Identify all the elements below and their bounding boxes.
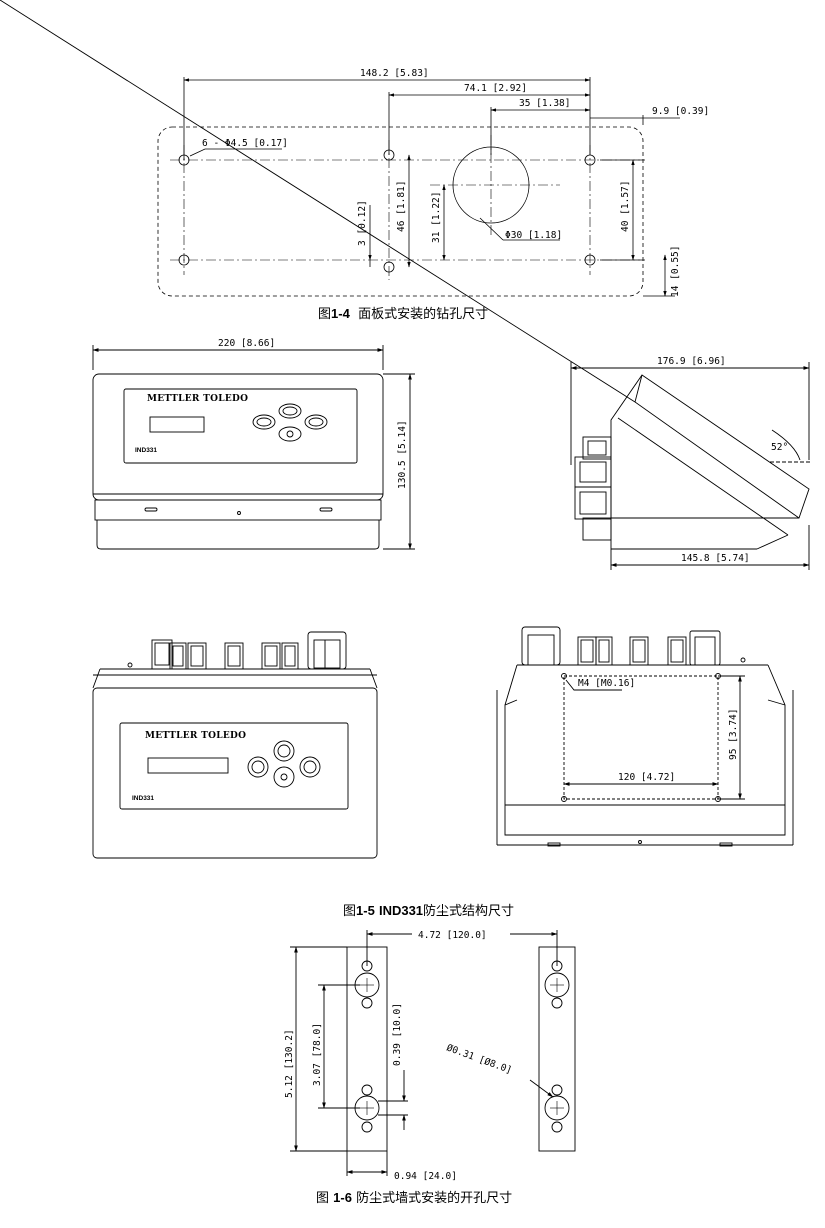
dim-overall-width: 148.2 [5.83] (360, 68, 429, 79)
rear-view (496, 626, 794, 847)
key-up (278, 403, 302, 419)
caption-num: 1-4 (331, 306, 350, 321)
caption-num: 1-5 (356, 903, 375, 918)
front-brand: METTLER TOLEDO (147, 394, 248, 404)
caption-prefix: 图 (343, 904, 357, 919)
caption-model: IND331 (378, 903, 424, 918)
caption-prefix: 图 (316, 1191, 330, 1206)
dim-hole-dia: Ø0.31 [Ø8.0] (445, 1042, 513, 1076)
dim-half-width: 74.1 [2.92] (464, 83, 527, 94)
rear-hole-pattern (563, 675, 719, 800)
caption-num: 1-6 (333, 1190, 352, 1205)
dim-height-hole: 31 [1.22] (431, 192, 442, 243)
rear-glands (521, 626, 721, 666)
front-label-panel (123, 388, 358, 464)
key-enter (278, 426, 302, 442)
dim-side-angle: 52° (771, 442, 788, 453)
dim-offset-small: 3 [0.12] (357, 200, 368, 246)
front-housing (92, 373, 384, 501)
fig16-drawing (290, 930, 576, 1176)
dim-edge-offset: 9.9 [0.39] (652, 106, 709, 117)
side-view (0, 0, 810, 570)
dim-span: 4.72 [120.0] (418, 930, 487, 941)
top-label-panel (119, 722, 349, 810)
dim-side-base: 145.8 [5.74] (681, 553, 750, 564)
dim-rear-height: 95 [3.74] (728, 709, 739, 760)
top-model: IND331 (132, 795, 154, 802)
fig14-drawing (157, 77, 680, 297)
fig14-dim-text: 148.2 [5.83] 74.1 [2.92] 35 [1.38] 9.9 [… (202, 68, 709, 297)
caption-text: 防尘式墙式安装的开孔尺寸 (356, 1191, 513, 1206)
side-gland (582, 517, 612, 541)
dim-bottom-edge: 14 [0.55] (670, 246, 681, 297)
dim-rear-width: 120 [4.72] (618, 772, 675, 783)
front-view (92, 345, 415, 550)
key-right (304, 414, 328, 430)
top-view (92, 631, 378, 859)
top-display (147, 757, 229, 774)
dim-bracket-width: 0.94 [24.0] (394, 1171, 457, 1182)
fig15-caption: 图1-5 IND331防尘式结构尺寸 (343, 900, 514, 919)
dim-slot-height: 0.39 [10.0] (392, 1003, 403, 1066)
front-display (149, 416, 205, 433)
slot (354, 960, 570, 1133)
fig16-caption: 图 1-6 防尘式墙式安装的开孔尺寸 (316, 1187, 512, 1206)
side-gland (574, 486, 612, 520)
rear-housing (504, 664, 786, 836)
dim-hole-center: 35 [1.38] (519, 98, 570, 109)
dim-total-height: 5.12 [130.2] (284, 1029, 295, 1098)
top-brand: METTLER TOLEDO (145, 731, 246, 741)
top-glands (151, 631, 347, 670)
dim-holes: 6 - Φ4.5 [0.17] (202, 138, 288, 149)
front-base (94, 499, 382, 521)
caption-text: 面板式安装的钻孔尺寸 (358, 307, 489, 322)
dim-thread: M4 [M0.16] (578, 678, 635, 689)
front-model: IND331 (135, 447, 157, 454)
dim-front-width: 220 [8.66] (218, 338, 275, 349)
dim-slot-pitch: 3.07 [78.0] (312, 1023, 323, 1086)
dim-side-depth: 176.9 [6.96] (657, 356, 726, 367)
caption-text: 防尘式结构尺寸 (423, 904, 515, 919)
panel-outline (157, 126, 644, 297)
top-housing (92, 687, 378, 859)
dim-height-mid: 46 [1.81] (396, 181, 407, 232)
fig14-caption: 图1-4 面板式安装的钻孔尺寸 (318, 303, 488, 322)
dim-height-right: 40 [1.57] (620, 181, 631, 232)
key-left (252, 414, 276, 430)
dim-front-height: 130.5 [5.14] (397, 420, 408, 489)
caption-prefix: 图 (318, 307, 332, 322)
side-gland (582, 436, 612, 460)
dim-hole-diameter: Φ30 [1.18] (505, 230, 562, 241)
